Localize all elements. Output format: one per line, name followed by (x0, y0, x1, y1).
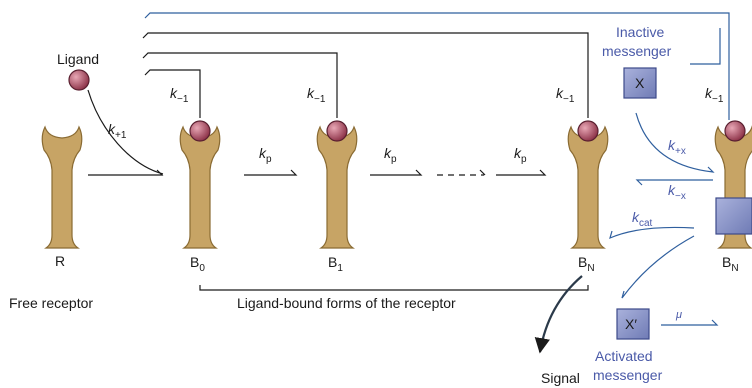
inactive-messenger-line2: messenger (602, 43, 672, 59)
activated-messenger-line1: Activated (595, 348, 653, 364)
k-plus-x-label: k+x (668, 137, 686, 157)
signal-label: Signal (541, 370, 580, 386)
free-ligand: Ligand (57, 51, 99, 91)
receptor-bn-label: BN (578, 254, 595, 274)
k-p-label-2: kp (384, 145, 397, 165)
reaction-arrows (88, 169, 547, 176)
ligand-label: Ligand (57, 51, 99, 67)
ligand-sphere (68, 69, 90, 91)
receptor-b1-label: B1 (328, 254, 343, 274)
receptor-b1: B1 (316, 120, 358, 274)
k-minus-x-label: k−x (668, 182, 686, 202)
mu-label: μ (675, 309, 682, 321)
messenger-x-active-box (616, 308, 650, 340)
bound-messenger-box (715, 197, 752, 235)
free-receptor-shape: R (41, 125, 83, 269)
inactive-messenger-line1: Inactive (616, 24, 664, 40)
ligand-bound-bracket (199, 285, 589, 291)
k-minus1-label-b0: k−1 (170, 85, 189, 105)
catalytic-arrows (609, 226, 695, 299)
binding-curve (87, 89, 164, 175)
receptor-bn2-label: BN (722, 254, 739, 274)
k-minus1-label-b1: k−1 (307, 85, 326, 105)
bound-ligand (724, 120, 746, 142)
signal-arrow (534, 275, 583, 354)
decay-arrow (661, 319, 719, 326)
messenger-x-label: X (635, 75, 645, 91)
k-minus1-label-bn: k−1 (556, 85, 575, 105)
bound-ligand (189, 120, 211, 142)
k-cat-label: kcat (632, 209, 653, 229)
ligand-bound-forms-label: Ligand-bound forms of the receptor (237, 295, 456, 311)
receptor-b0: B0 (179, 120, 221, 274)
k-plus1-label: k+1 (108, 121, 127, 141)
receptor-r-label: R (55, 253, 65, 269)
messenger-binding-arrows (635, 112, 715, 186)
inactive-messenger: Inactive messenger X (602, 24, 672, 99)
bound-ligand (577, 120, 599, 142)
activated-messenger: X′ μ Activated messenger (593, 308, 719, 383)
k-p-label-3: kp (514, 145, 527, 165)
k-p-label-1: kp (259, 145, 272, 165)
messenger-x-active-label: X′ (625, 316, 637, 332)
dissociation-lines (142, 12, 730, 120)
free-receptor-label: Free receptor (9, 295, 93, 311)
receptor-b0-label: B0 (190, 254, 205, 274)
messenger-x-box (623, 67, 657, 99)
receptor-bn: BN (567, 120, 609, 274)
bound-ligand (326, 120, 348, 142)
activated-messenger-line2: messenger (593, 367, 663, 383)
k-minus1-label-bn2: k−1 (705, 85, 724, 105)
receptor-bn-messenger-complex: BN (714, 120, 752, 274)
